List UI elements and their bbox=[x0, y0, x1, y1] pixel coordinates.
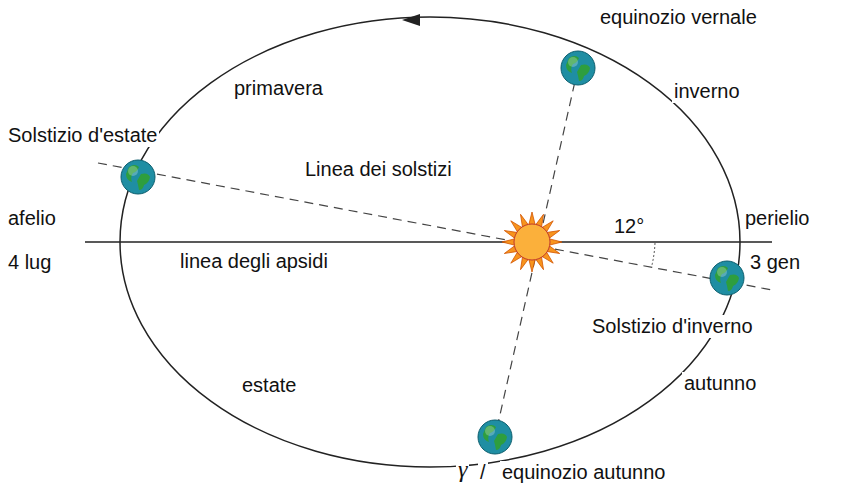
angle-label: 12° bbox=[612, 215, 646, 238]
season-label: estate bbox=[240, 374, 298, 397]
solstices-line bbox=[98, 163, 772, 290]
season-label: autunno bbox=[682, 372, 758, 395]
earth-autumn bbox=[478, 420, 512, 454]
date-label: 3 gen bbox=[748, 251, 802, 274]
apsis-label: afelio bbox=[6, 207, 58, 230]
season-point-label: equinozio vernale bbox=[598, 6, 759, 29]
apsis-label: perielio bbox=[743, 207, 811, 230]
season-label: inverno bbox=[672, 80, 742, 103]
earth-vernal bbox=[561, 51, 595, 85]
solstice-label: Solstizio d'inverno bbox=[590, 315, 755, 338]
solstice-label: Solstizio d'estate bbox=[6, 124, 159, 147]
point-symbol: γ bbox=[456, 458, 469, 481]
sun-symbol bbox=[502, 212, 562, 272]
direction-arrow bbox=[402, 14, 420, 26]
line-label: linea degli apsidi bbox=[178, 250, 330, 273]
earth-summer bbox=[121, 160, 155, 194]
season-label: primavera bbox=[232, 77, 325, 100]
line-label: Linea dei solstizi bbox=[303, 158, 454, 181]
separator-mark: / bbox=[478, 461, 488, 484]
earth-winter bbox=[710, 261, 744, 295]
date-label: 4 lug bbox=[6, 251, 53, 274]
angle-arc bbox=[652, 243, 655, 265]
apsides-line bbox=[85, 241, 772, 242]
season-point-label: equinozio autunno bbox=[500, 461, 667, 484]
equinoxes-line bbox=[495, 68, 578, 437]
